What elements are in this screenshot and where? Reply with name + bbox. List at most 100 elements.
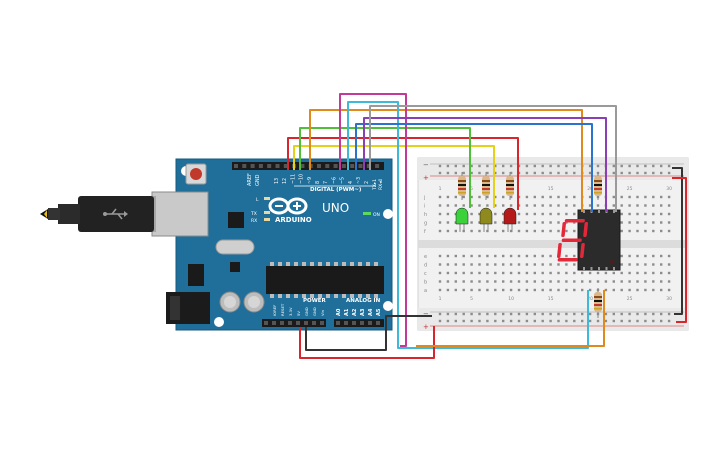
breadboard-hole[interactable]	[667, 204, 671, 207]
breadboard-hole[interactable]	[541, 271, 544, 275]
breadboard-hole[interactable]	[636, 229, 639, 233]
breadboard-hole[interactable]	[486, 171, 489, 175]
breadboard-hole[interactable]	[636, 195, 639, 199]
breadboard-hole[interactable]	[494, 195, 497, 199]
breadboard-hole[interactable]	[628, 229, 631, 233]
resistor-led-green[interactable]	[458, 172, 466, 200]
breadboard-hole[interactable]	[612, 271, 615, 275]
breadboard-hole[interactable]	[628, 271, 631, 275]
breadboard-hole[interactable]	[502, 280, 505, 283]
breadboard-hole[interactable]	[565, 263, 568, 266]
led-red[interactable]	[503, 207, 517, 232]
breadboard-hole[interactable]	[446, 254, 450, 258]
breadboard-hole[interactable]	[533, 263, 536, 266]
breadboard-hole[interactable]	[644, 254, 647, 258]
breadboard-hole[interactable]	[462, 254, 465, 258]
digital-pin-socket[interactable]	[375, 164, 380, 168]
breadboard-hole[interactable]	[470, 263, 473, 266]
breadboard-hole[interactable]	[462, 288, 465, 292]
breadboard-hole[interactable]	[525, 263, 529, 266]
breadboard-hole[interactable]	[667, 263, 671, 266]
breadboard-hole[interactable]	[541, 280, 544, 283]
analog-pin-socket[interactable]	[336, 321, 340, 325]
breadboard-hole[interactable]	[438, 263, 442, 266]
breadboard-hole[interactable]	[517, 280, 521, 283]
breadboard-hole[interactable]	[581, 280, 584, 283]
breadboard-hole[interactable]	[486, 195, 489, 199]
breadboard-hole[interactable]	[509, 164, 513, 168]
breadboard-hole[interactable]	[549, 312, 552, 316]
breadboard-hole[interactable]	[517, 229, 521, 233]
breadboard-hole[interactable]	[620, 288, 623, 292]
breadboard-hole[interactable]	[573, 312, 576, 316]
led-green[interactable]	[455, 207, 469, 232]
breadboard-hole[interactable]	[454, 312, 457, 316]
breadboard-hole[interactable]	[549, 221, 552, 224]
power-pin-socket[interactable]	[280, 321, 284, 325]
breadboard-hole[interactable]	[541, 164, 544, 168]
breadboard-hole[interactable]	[667, 319, 671, 323]
breadboard-hole[interactable]	[517, 288, 521, 292]
breadboard-hole[interactable]	[470, 195, 473, 199]
breadboard-hole[interactable]	[667, 312, 671, 316]
resistor-led-yellow[interactable]	[482, 172, 490, 200]
breadboard-hole[interactable]	[620, 312, 623, 316]
breadboard-hole[interactable]	[478, 312, 481, 316]
breadboard-hole[interactable]	[541, 263, 544, 266]
breadboard-hole[interactable]	[454, 271, 457, 275]
breadboard-hole[interactable]	[446, 195, 450, 199]
breadboard-hole[interactable]	[565, 271, 568, 275]
breadboard-hole[interactable]	[462, 271, 465, 275]
breadboard-hole[interactable]	[636, 221, 639, 224]
breadboard-hole[interactable]	[533, 312, 536, 316]
breadboard-hole[interactable]	[533, 212, 536, 216]
breadboard-hole[interactable]	[565, 312, 568, 316]
breadboard-hole[interactable]	[454, 263, 457, 266]
breadboard-hole[interactable]	[462, 204, 465, 207]
digital-pin-socket[interactable]	[300, 164, 305, 168]
breadboard-hole[interactable]	[588, 164, 592, 168]
breadboard-hole[interactable]	[478, 229, 481, 233]
breadboard-hole[interactable]	[541, 254, 544, 258]
breadboard-hole[interactable]	[438, 204, 442, 207]
breadboard-hole[interactable]	[533, 229, 536, 233]
digital-pin-socket[interactable]	[366, 164, 371, 168]
breadboard-hole[interactable]	[628, 204, 631, 207]
breadboard-hole[interactable]	[494, 288, 497, 292]
breadboard-hole[interactable]	[541, 195, 544, 199]
breadboard-hole[interactable]	[549, 254, 552, 258]
breadboard-hole[interactable]	[604, 271, 608, 275]
breadboard-hole[interactable]	[462, 195, 465, 199]
breadboard-hole[interactable]	[644, 271, 647, 275]
breadboard-hole[interactable]	[470, 288, 473, 292]
breadboard-hole[interactable]	[660, 263, 663, 266]
breadboard-hole[interactable]	[644, 195, 647, 199]
led-yellow[interactable]	[479, 207, 493, 232]
breadboard-hole[interactable]	[660, 164, 663, 168]
wire-cyan[interactable]	[347, 101, 589, 349]
breadboard-hole[interactable]	[636, 263, 639, 266]
breadboard-hole[interactable]	[446, 319, 450, 323]
breadboard-hole[interactable]	[446, 171, 450, 175]
breadboard-hole[interactable]	[438, 164, 442, 168]
breadboard-hole[interactable]	[438, 288, 442, 292]
breadboard-hole[interactable]	[620, 229, 623, 233]
breadboard-hole[interactable]	[581, 271, 584, 275]
digital-pin-socket[interactable]	[267, 164, 272, 168]
breadboard-hole[interactable]	[502, 229, 505, 233]
breadboard-hole[interactable]	[573, 280, 576, 283]
breadboard-hole[interactable]	[525, 319, 529, 323]
breadboard-hole[interactable]	[557, 263, 560, 266]
breadboard-hole[interactable]	[549, 229, 552, 233]
digital-pin-socket[interactable]	[341, 164, 346, 168]
breadboard-hole[interactable]	[652, 288, 655, 292]
breadboard-hole[interactable]	[596, 204, 600, 207]
breadboard-hole[interactable]	[557, 319, 560, 323]
breadboard-hole[interactable]	[644, 204, 647, 207]
breadboard-hole[interactable]	[565, 171, 568, 175]
breadboard-hole[interactable]	[652, 319, 655, 323]
breadboard-hole[interactable]	[557, 195, 560, 199]
breadboard-hole[interactable]	[525, 195, 529, 199]
breadboard-hole[interactable]	[620, 212, 623, 216]
breadboard-hole[interactable]	[454, 171, 457, 175]
